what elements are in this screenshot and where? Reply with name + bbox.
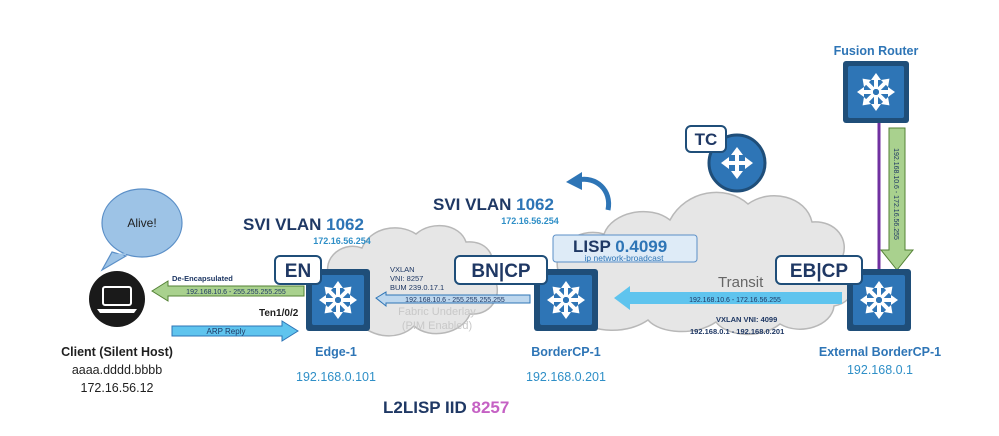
fabric-arrow: 192.168.10.6 - 255.255.255.255 <box>375 291 531 308</box>
edge-ip: 192.168.0.101 <box>296 370 376 384</box>
border-ip: 192.168.0.201 <box>526 370 606 384</box>
eb-cp-badge-text: CP <box>822 261 849 282</box>
port-label: Ten1/0/2 <box>259 308 299 319</box>
border-svi-label: SVI VLAN 1062 <box>433 195 554 214</box>
l2lisp-number: 8257 <box>472 398 510 417</box>
bn-badge-sep: | <box>499 261 504 282</box>
arp-reply-arrow: ARP Reply <box>171 320 299 342</box>
lisp-label: LISP 0.4099 <box>573 237 667 256</box>
arp-reply-label: ARP Reply <box>207 327 246 336</box>
edge-svi-label: SVI VLAN 1062 <box>243 215 364 234</box>
lisp-box: LISP 0.4099 ip network-broadcast <box>552 234 698 263</box>
border-svi-prefix: SVI VLAN <box>433 195 516 214</box>
fusion-name: Fusion Router <box>834 44 919 58</box>
l2lisp-label: L2LISP IID 8257 <box>383 398 509 417</box>
fabric-underlay-label: Fabric Underlay <box>398 306 476 318</box>
alive-bubble: Alive! <box>100 188 183 272</box>
client-name: Client (Silent Host) <box>61 345 173 359</box>
alive-text: Alive! <box>127 216 156 230</box>
border-svi-number: 1062 <box>516 195 554 214</box>
bn-cp-badge: BN|CP <box>454 255 548 285</box>
en-badge: EN <box>274 255 322 285</box>
decap-label: De-Encapsulated <box>172 274 233 283</box>
edge-svi-number: 1062 <box>326 215 364 234</box>
tc-badge: TC <box>685 125 727 153</box>
edge-svi-ip: 172.16.56.254 <box>313 236 371 246</box>
lisp-sub-label: ip network-broadcast <box>585 253 665 263</box>
en-badge-text: EN <box>285 261 311 282</box>
lisp-number: 0.4099 <box>615 237 667 256</box>
bum-label: BUM 239.0.17.1 <box>390 283 444 292</box>
fusion-downlink-arrow: 192.168.10.6 - 172.16.56.255 <box>879 127 915 271</box>
fabric-pim-label: (PIM Enabled) <box>402 320 472 332</box>
border-svi-ip: 172.16.56.254 <box>501 216 559 226</box>
transit-route-label: 192.168.10.6 - 172.16.56.255 <box>689 297 781 304</box>
eb-badge-text: EB <box>790 261 816 282</box>
bn-badge-text: BN <box>471 261 498 282</box>
transit-ips-label: 192.168.0.1 - 192.168.0.201 <box>690 327 784 336</box>
edge-svi-prefix: SVI VLAN <box>243 215 326 234</box>
eb-badge-sep: | <box>816 261 821 282</box>
transit-vni-label: VXLAN VNI: 4099 <box>716 315 777 324</box>
fusion-router-icon <box>843 61 909 123</box>
svg-text:BN|CP: BN|CP <box>471 261 531 282</box>
transit-arrow: 192.168.10.6 - 172.16.56.255 <box>614 286 842 310</box>
svg-text:EB|CP: EB|CP <box>790 261 848 282</box>
fusion-route-label: 192.168.10.6 - 172.16.56.255 <box>892 148 899 240</box>
external-name: External BorderCP-1 <box>819 345 941 359</box>
border-name: BorderCP-1 <box>531 345 601 359</box>
cp-badge-text: CP <box>504 261 531 282</box>
vni-label: VNI: 8257 <box>390 274 423 283</box>
transit-label: Transit <box>718 274 764 291</box>
decap-arrow: 192.168.10.6 - 255.255.255.255 <box>151 280 305 302</box>
lisp-prefix: LISP <box>573 237 615 256</box>
edge-switch-icon <box>306 269 370 331</box>
border-switch-icon <box>534 269 598 331</box>
laptop-icon <box>89 271 145 327</box>
tc-badge-text: TC <box>695 130 718 149</box>
external-switch-icon <box>847 269 911 331</box>
client-ip: 172.16.56.12 <box>81 381 154 395</box>
external-ip: 192.168.0.1 <box>847 363 913 377</box>
l2lisp-prefix: L2LISP IID <box>383 398 472 417</box>
eb-cp-badge: EB|CP <box>775 255 863 285</box>
client-mac: aaaa.dddd.bbbb <box>72 363 162 377</box>
decap-route-label: 192.168.10.6 - 255.255.255.255 <box>186 289 286 296</box>
vxlan-label: VXLAN <box>390 265 415 274</box>
edge-name: Edge-1 <box>315 345 357 359</box>
fabric-route-label: 192.168.10.6 - 255.255.255.255 <box>405 297 505 304</box>
curved-arrow-icon <box>566 172 612 211</box>
